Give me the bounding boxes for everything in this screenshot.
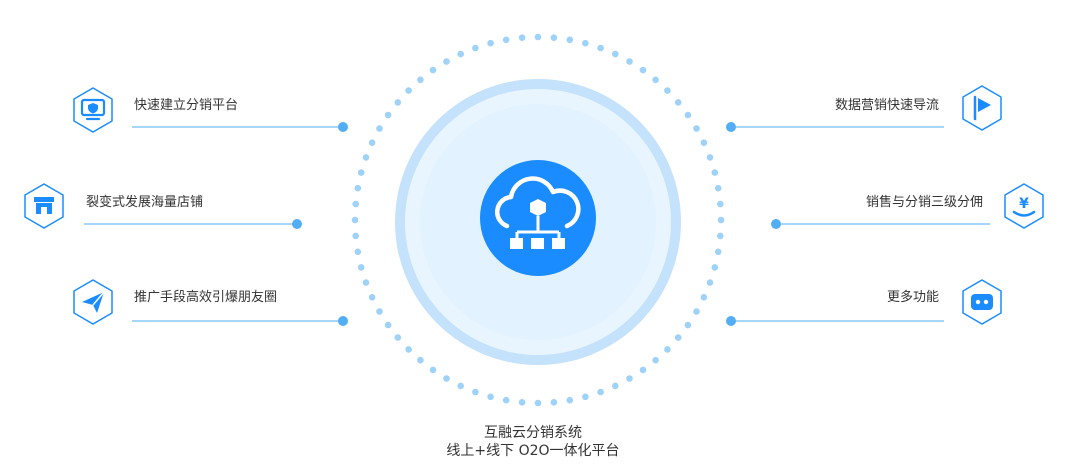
orbit-dot <box>566 36 574 44</box>
orbit-dot <box>457 382 465 390</box>
orbit-dot <box>639 366 647 374</box>
connector-left-2 <box>84 219 302 229</box>
orbit-dot <box>684 111 692 119</box>
paper-plane-icon <box>73 279 113 325</box>
orbit-dot <box>384 111 392 119</box>
yen-hand-icon: ¥ <box>1004 183 1044 229</box>
orbit-dot <box>652 76 659 84</box>
orbit-dot <box>352 232 360 240</box>
orbit-dot <box>376 308 383 315</box>
orbit-dot <box>472 388 479 396</box>
orbit-dot <box>711 264 719 271</box>
orbit-dot <box>362 154 370 161</box>
connector-right-3 <box>726 316 944 326</box>
orbit-dot <box>443 375 450 382</box>
orbit-dot <box>684 321 692 329</box>
orbit-dot <box>674 99 682 106</box>
orbit-dot <box>429 66 437 74</box>
orbit-dot <box>597 388 604 396</box>
orbit-dot <box>714 248 722 256</box>
orbit-dot <box>429 366 437 374</box>
orbit-dot <box>518 399 526 406</box>
orbit-dot <box>384 321 392 329</box>
orbit-dot <box>706 154 714 161</box>
orbit-dot <box>518 34 526 41</box>
orbit-dot <box>487 39 494 47</box>
orbit-dot <box>487 393 494 401</box>
more-dots-icon <box>962 279 1002 325</box>
orbit-dot <box>394 99 402 106</box>
orbit-dot <box>394 334 402 341</box>
orbit-dot <box>357 169 365 176</box>
connector-left-1 <box>132 122 348 132</box>
orbit-dot <box>502 396 510 404</box>
feature-label-commission: 销售与分销三级分佣 <box>865 195 983 210</box>
feature-label-more-features: 更多功能 <box>886 290 939 305</box>
orbit-dot <box>612 382 619 390</box>
orbit-dot <box>368 294 376 301</box>
orbit-dot <box>352 200 360 208</box>
flag-icon <box>962 85 1002 131</box>
feature-label-fission-stores: 裂变式发展海量店铺 <box>86 195 204 210</box>
orbit-dot <box>626 58 633 65</box>
orbit-dot <box>639 66 647 74</box>
orbit-dot <box>714 184 722 192</box>
orbit-dot <box>700 294 708 301</box>
orbit-dot <box>717 216 725 224</box>
caption-tagline: 线上+线下 O2O一体化平台 <box>446 443 620 459</box>
cloud-network-icon <box>480 160 596 276</box>
feature-label-promotion: 推广手段高效引爆朋友圈 <box>134 290 278 305</box>
dotted-orbit-ring <box>351 33 725 407</box>
orbit-dot <box>357 264 365 271</box>
orbit-dot <box>534 33 542 41</box>
storefront-icon <box>24 183 64 229</box>
connector-right-1 <box>726 122 944 132</box>
orbit-dot <box>700 139 708 146</box>
orbit-dot <box>664 346 671 353</box>
orbit-dot <box>354 248 362 256</box>
orbit-dot <box>362 279 370 286</box>
orbit-dot <box>717 200 724 208</box>
orbit-dot <box>351 216 359 224</box>
orbit-dot <box>597 44 604 52</box>
orbit-dot <box>717 232 724 240</box>
orbit-dot <box>354 184 362 192</box>
orbit-dot <box>472 44 479 52</box>
orbit-dot <box>652 356 659 364</box>
orbit-dot <box>612 50 619 58</box>
orbit-dot <box>550 399 558 406</box>
orbit-dot <box>376 125 383 132</box>
connector-right-2 <box>771 219 990 229</box>
caption-system-name: 互融云分销系统 <box>484 425 582 441</box>
orbit-dot <box>550 34 558 41</box>
orbit-dot <box>711 169 719 176</box>
orbit-dot <box>457 50 465 58</box>
orbit-dot <box>443 58 450 65</box>
orbit-dot <box>626 375 633 382</box>
orbit-dot <box>566 396 574 404</box>
orbit-dot <box>582 39 589 47</box>
orbit-dot <box>417 76 424 84</box>
feature-label-data-marketing: 数据营销快速导流 <box>834 98 939 113</box>
orbit-dot <box>502 36 510 44</box>
orbit-dot <box>693 125 700 132</box>
orbit-dot <box>706 279 714 286</box>
orbit-dot <box>534 399 542 407</box>
orbit-dot <box>405 346 412 353</box>
orbit-dot <box>582 393 589 401</box>
orbit-dot <box>417 356 424 364</box>
orbit-dot <box>405 87 412 94</box>
svg-text:¥: ¥ <box>1019 196 1029 212</box>
orbit-dot <box>368 139 376 146</box>
feature-label-build-platform: 快速建立分销平台 <box>134 98 239 113</box>
orbit-dot <box>674 334 682 341</box>
connector-left-3 <box>132 316 348 326</box>
orbit-dot <box>664 87 671 94</box>
orbit-dot <box>693 308 700 315</box>
monitor-shield-icon <box>73 87 113 133</box>
